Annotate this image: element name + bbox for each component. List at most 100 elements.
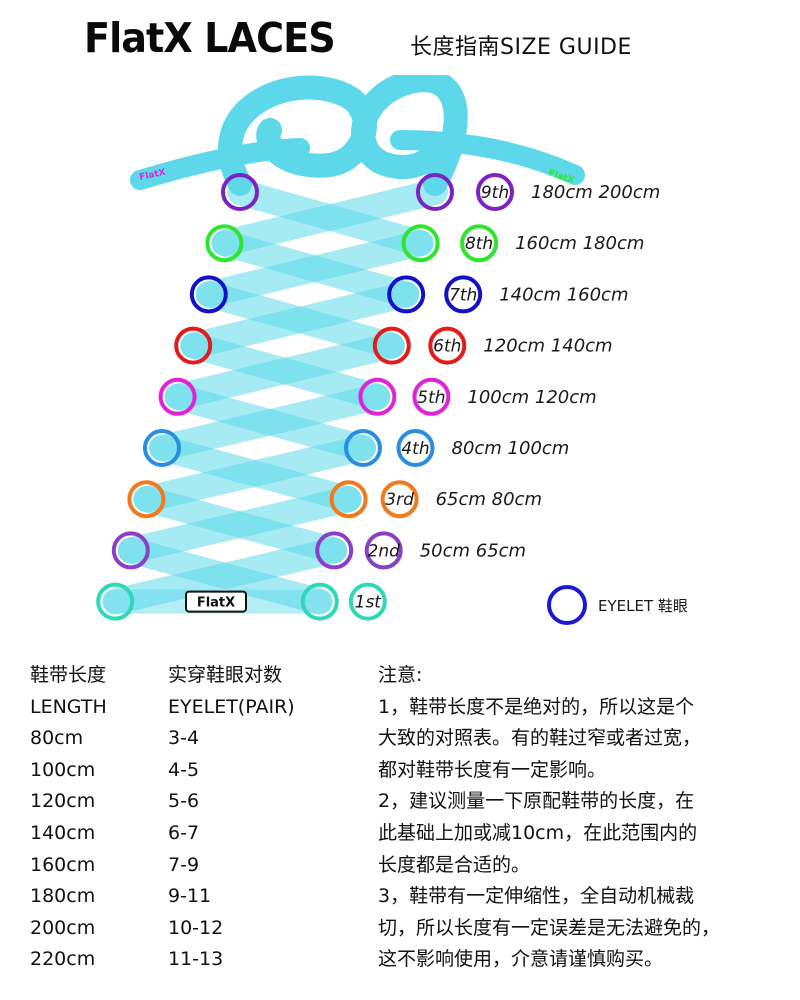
ordinal-marker-5th	[412, 377, 451, 416]
eyelet-left-5th	[158, 377, 197, 416]
lace-strands	[102, 179, 448, 615]
svg-text:FlatX: FlatX	[197, 596, 235, 611]
ordinal-label: 9th	[481, 183, 509, 203]
bow-right-loop	[351, 75, 468, 196]
notes-block: 注意: 1，鞋带长度不是绝对的，所以这是个大致的对照表。有的鞋过窄或者过宽， 都对…	[378, 660, 788, 976]
table-row-eyelet: 7-9	[168, 853, 200, 876]
eyelet-left-4th	[143, 429, 181, 467]
table-row-length: 120cm	[30, 790, 96, 813]
eyelet-left-6th	[174, 326, 213, 365]
lace-strand	[211, 179, 448, 257]
page-subtitle: 长度指南SIZE GUIDE	[410, 35, 632, 60]
lace-strand	[149, 383, 391, 461]
length-header-en: LENGTH	[30, 695, 107, 718]
eyelet-columns	[96, 173, 454, 621]
notes-line: 2，建议测量一下原配鞋带的长度，在	[378, 790, 695, 813]
table-row-length: 220cm	[30, 948, 96, 971]
ordinal-marker-1st	[348, 582, 387, 621]
eyelet-right-4th	[344, 429, 382, 467]
eyelet-header-en: EYELET(PAIR)	[168, 695, 295, 718]
ordinal-label: 7th	[449, 285, 477, 305]
bow-left-loop	[218, 75, 377, 196]
table-row-length: 200cm	[30, 916, 96, 939]
eyelet-left-8th	[205, 224, 244, 263]
ordinal-label: 4th	[401, 439, 429, 459]
eyelet-right-1st	[300, 582, 339, 621]
eyelet-left-2nd	[111, 531, 150, 570]
table-row-length: 80cm	[30, 727, 84, 750]
legend-label: EYELET 鞋眼	[598, 597, 688, 615]
bow-left-tail	[130, 138, 310, 190]
eyelet-right-2nd	[315, 531, 354, 570]
eyelet-legend: EYELET 鞋眼	[547, 585, 688, 625]
notes-line: 1，鞋带长度不是绝对的，所以这是个	[378, 695, 695, 718]
eyelet-right-8th	[401, 224, 440, 263]
ordinal-label: 1st	[355, 593, 383, 613]
eyelet-size-range: 160cm 180cm	[515, 233, 644, 254]
ordinal-marker-3rd	[380, 480, 419, 519]
lace-strand	[164, 332, 405, 410]
eyelet-size-range: 80cm 100cm	[452, 438, 570, 459]
lace-strand	[102, 537, 348, 615]
notes-line: 大致的对照表。有的鞋过窄或者过宽，	[378, 727, 702, 750]
ordinal-marker-2nd	[364, 531, 403, 570]
table-row-eyelet: 10-12	[168, 916, 224, 939]
eyelet-header-cn: 实穿鞋眼对数	[168, 664, 283, 686]
eyelet-size-range: 140cm 160cm	[499, 284, 628, 305]
lace-strand	[133, 435, 376, 513]
notes-line: 都对鞋带长度有一定影响。	[378, 758, 607, 781]
header: FlatX LACES 长度指南SIZE GUIDE	[0, 0, 800, 80]
eyelet-right-6th	[372, 326, 411, 365]
eyelet-size-range: 180cm 200cm	[531, 182, 660, 203]
eyelet-left-9th	[221, 173, 259, 211]
brand-logo-text: FlatX LACES	[84, 14, 336, 62]
ordinal-marker-4th	[396, 429, 435, 467]
notes-line: 3，鞋带有一定伸缩性，全自动机械裁	[378, 885, 695, 908]
ordinal-marker-9th	[476, 173, 514, 211]
table-row-eyelet: 4-5	[168, 758, 200, 781]
ordinal-label: 3rd	[385, 490, 414, 510]
notes-title: 注意:	[378, 664, 423, 686]
lace-strand	[180, 281, 420, 359]
lace-strand	[195, 230, 434, 308]
ordinal-label: 6th	[433, 337, 461, 357]
eyelet-left-7th	[189, 275, 228, 314]
eyelet-size-range: 120cm 140cm	[483, 336, 612, 357]
eyelet-right-5th	[358, 377, 397, 416]
flatx-logo-plate: FlatX	[185, 590, 247, 613]
eyelet-left-3rd	[127, 480, 166, 519]
eyelet-size-range: 50cm 65cm	[420, 540, 526, 561]
table-row-length: 140cm	[30, 821, 96, 844]
eyelet-right-9th	[416, 173, 454, 211]
lace-strand	[117, 486, 362, 564]
notes-line: 切，所以长度有一定误差是无法避免的，	[378, 916, 721, 939]
table-row-eyelet: 11-13	[168, 948, 224, 971]
eyelet-labels: 9th 180cm 200cm 8th 160cm 180cm 7th 140cm 160…	[185, 173, 660, 621]
table-row-eyelet: 6-7	[168, 821, 200, 844]
notes-line: 这不影响使用，介意请谨慎购买。	[378, 948, 664, 971]
notes-line: 此基础上加或减10cm，在此范围内的	[378, 821, 698, 844]
bow-right-tail	[390, 130, 585, 185]
ordinal-label: 2nd	[368, 541, 401, 561]
eyelet-size-range: 100cm 120cm	[467, 387, 596, 408]
ordinal-label: 8th	[465, 234, 493, 254]
table-row-eyelet: 5-6	[168, 790, 200, 813]
legend-eyelet-icon	[547, 585, 587, 625]
length-header-cn: 鞋带长度	[30, 664, 107, 686]
table-row-eyelet: 9-11	[168, 885, 212, 908]
eyelet-left-1st	[96, 582, 135, 621]
eyelet-size-range: 65cm 80cm	[436, 489, 542, 510]
table-row-length: 160cm	[30, 853, 96, 876]
table-row-length: 180cm	[30, 885, 96, 908]
eyelet-right-3rd	[329, 480, 368, 519]
ordinal-marker-7th	[444, 275, 483, 314]
ordinal-marker-8th	[460, 224, 499, 263]
ordinal-label: 5th	[417, 388, 445, 408]
notes-line: 长度都是合适的。	[378, 853, 531, 876]
ordinal-marker-6th	[428, 326, 467, 365]
